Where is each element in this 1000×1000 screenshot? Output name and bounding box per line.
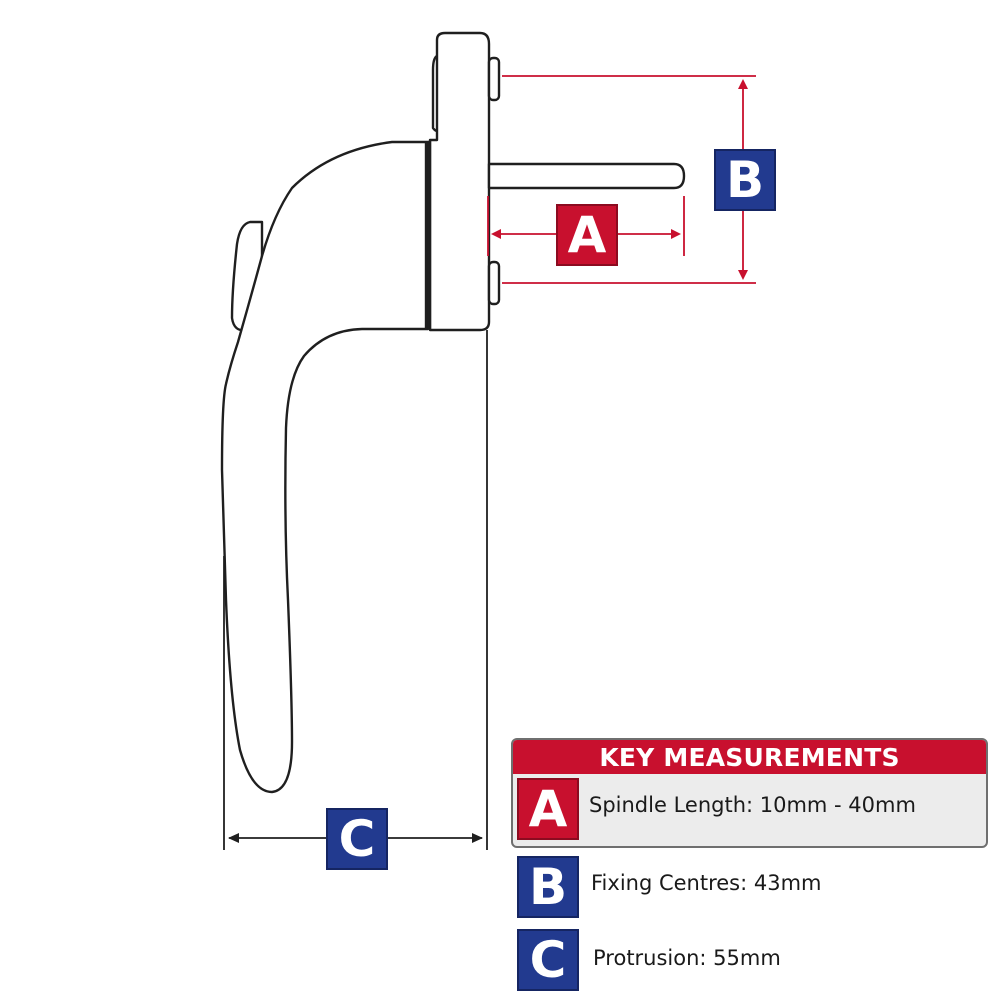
fixing-screw-bottom [487,260,501,306]
key-measurements-title: KEY MEASUREMENTS [513,740,986,774]
label-b-badge: B [714,149,776,211]
handle-outline [220,31,686,794]
dimension-c [223,330,488,850]
fixing-screw-top [487,56,501,102]
backplate [428,31,491,332]
label-c-badge: C [326,808,388,870]
key-c-text: Protrusion: 55mm [593,946,781,970]
key-a-badge: A [517,778,579,840]
key-b-badge: B [517,856,579,918]
handle-lever [220,140,430,794]
dimension-a [487,196,685,256]
spindle [487,162,686,190]
label-a-badge: A [556,204,618,266]
key-b-text: Fixing Centres: 43mm [591,871,822,895]
key-a-text: Spindle Length: 10mm - 40mm [589,793,916,817]
dimension-b [502,75,756,284]
key-measurements-panel: KEY MEASUREMENTS [511,738,988,848]
key-c-badge: C [517,929,579,991]
